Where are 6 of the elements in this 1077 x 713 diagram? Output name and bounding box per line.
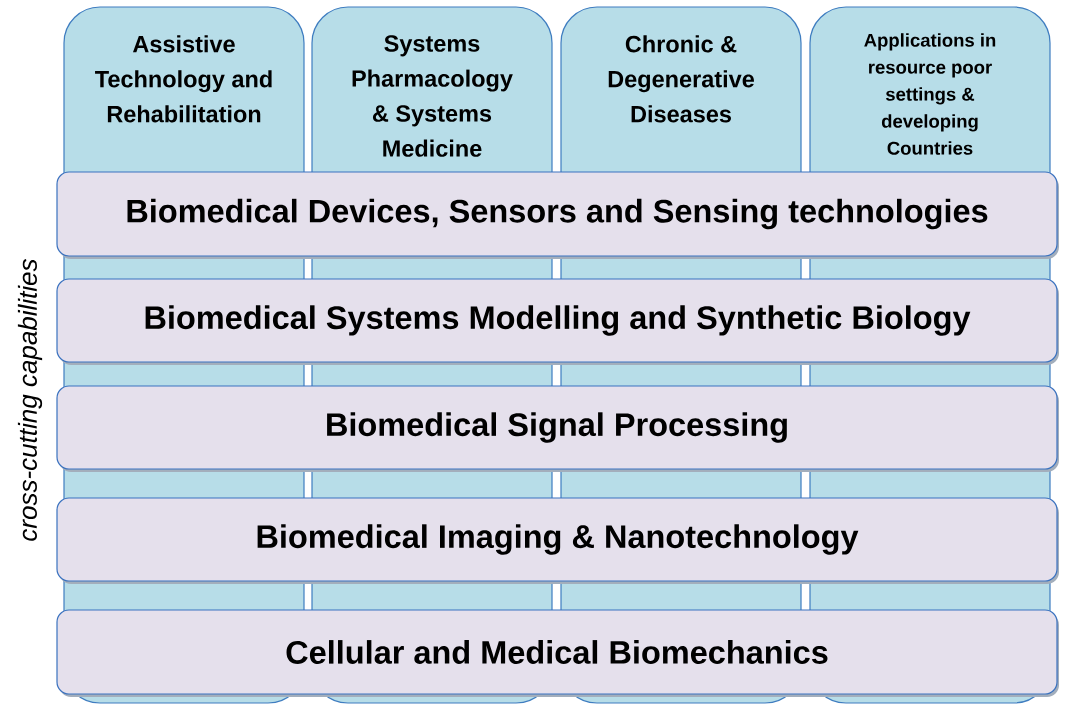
band-box: Biomedical Signal Processing xyxy=(56,385,1059,472)
band-box: Biomedical Imaging & Nanotechnology xyxy=(56,497,1059,584)
side-label: cross-cutting capabilities xyxy=(17,259,43,541)
band-box: Biomedical Systems Modelling and Synthetic Biology xyxy=(56,278,1059,365)
band-box: Cellular and Medical Biomechanics xyxy=(56,609,1059,697)
band-box: Biomedical Devices, Sensors and Sensing technologies xyxy=(56,171,1059,259)
